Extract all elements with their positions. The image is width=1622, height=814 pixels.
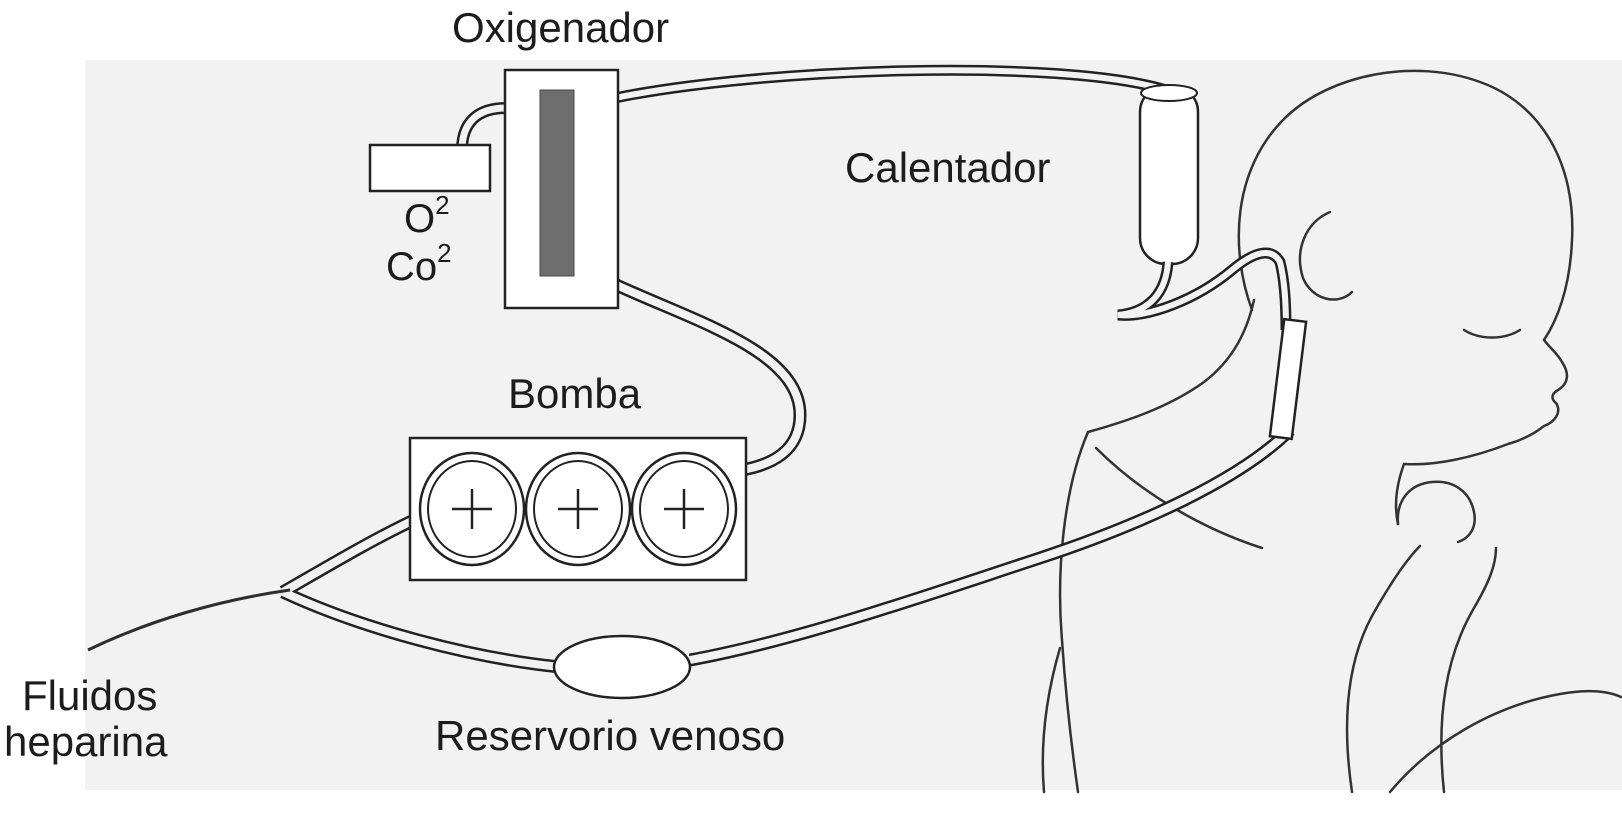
- infant-forearm-inner: [1345, 544, 1422, 794]
- gas-co2-superscript: 2: [437, 237, 452, 268]
- heater-label: Calentador: [845, 144, 1051, 191]
- pump-shape: [408, 436, 748, 582]
- pump-cross-marks: [452, 489, 704, 529]
- tubing-circuit-left: [87, 514, 561, 674]
- infant-eye: [1462, 328, 1522, 339]
- gas-co2-label: Co2: [386, 240, 452, 289]
- infant-head-outline: [1237, 69, 1574, 466]
- infant-body-left: [1058, 430, 1090, 794]
- tubing-oxygenator-pump: [607, 276, 807, 477]
- oxygenator-membrane: [539, 89, 575, 277]
- infant-forearm-outer: [1440, 546, 1498, 794]
- gas-blender-box: [368, 143, 492, 193]
- oxygenator-shape: [503, 68, 620, 310]
- pump-label: Bomba: [508, 370, 642, 417]
- gas-o2-superscript: 2: [435, 189, 450, 220]
- venous-reservoir-label: Reservorio venoso: [435, 712, 786, 759]
- gas-o2-base: O: [404, 197, 436, 241]
- infant-figure: [1041, 69, 1622, 794]
- infant-hand: [1396, 480, 1476, 544]
- infant-ear: [1298, 210, 1354, 301]
- tubing-gas-line: [456, 102, 507, 151]
- tubing-heater-patient: [1117, 247, 1292, 331]
- tubing-patient-reservoir: [688, 425, 1295, 667]
- tubing-oxygenator-heater: [613, 64, 1168, 104]
- fluids-supply-line: [87, 588, 291, 652]
- heater-shape: [1138, 84, 1200, 266]
- diagram-background: [85, 60, 1622, 790]
- fluids-label-line2: heparina: [4, 718, 168, 765]
- infant-hip-curve: [1388, 689, 1622, 794]
- gas-co2-base: Co: [386, 245, 438, 289]
- infant-neck-back: [1086, 298, 1256, 434]
- infant-lap-curve: [1041, 646, 1062, 794]
- neck-cannula: [1268, 317, 1308, 441]
- gas-o2-label: O2: [404, 192, 450, 241]
- fluids-label-line1: Fluidos: [22, 672, 158, 719]
- oxygenator-label: Oxigenador: [452, 4, 670, 51]
- venous-reservoir-shape: [552, 634, 692, 700]
